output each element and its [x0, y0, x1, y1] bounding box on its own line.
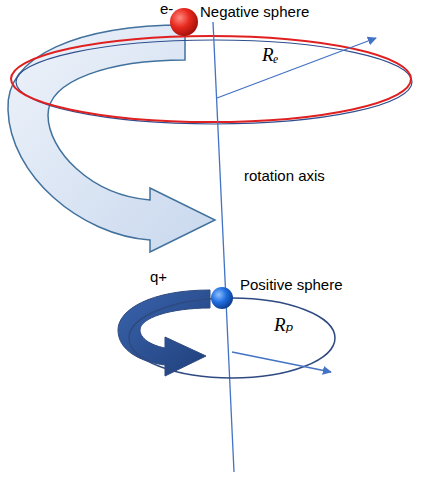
- part-label: Positive sphere: [240, 276, 343, 293]
- radius-arrow: [232, 352, 331, 372]
- positive-orbit: [129, 298, 335, 378]
- rotation-arrow: [118, 290, 210, 376]
- rotation-axis-line: [213, 22, 234, 472]
- negative-sphere: [170, 8, 198, 36]
- negative-orbit: [11, 36, 411, 122]
- rotation-arrow: [8, 25, 215, 252]
- dimension-label: Rₑ: [262, 44, 279, 66]
- part-label: Negative sphere: [200, 3, 309, 20]
- dimension-label: Rₚ: [274, 314, 293, 336]
- radius-arrow: [217, 38, 376, 98]
- positive-sphere: [211, 287, 233, 309]
- axis-label: rotation axis: [244, 167, 325, 184]
- charge-label: q+: [148, 268, 169, 285]
- charge-label: e-: [160, 0, 173, 17]
